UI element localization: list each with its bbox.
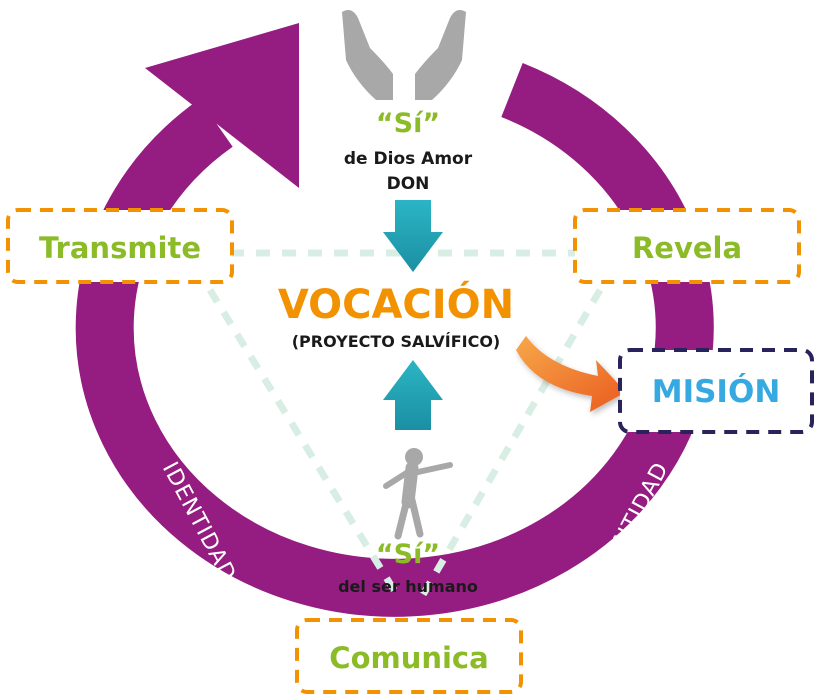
triangle-right-edge <box>416 288 604 602</box>
si-humano-label: “Sí” <box>376 539 440 570</box>
ring-arrowhead <box>145 23 299 188</box>
vocacion-title: VOCACIÓN <box>278 280 514 328</box>
open-hands-icon <box>342 10 466 100</box>
dashed-triangle <box>207 249 604 602</box>
proyecto-salvifico-label: (PROYECTO SALVÍFICO) <box>292 332 501 351</box>
comunica-box <box>295 618 523 694</box>
dios-amor-label: de Dios Amor <box>344 149 473 169</box>
human-figure-icon <box>383 448 453 540</box>
curved-arrow-icon <box>516 336 626 412</box>
mision-label: MISIÓN <box>652 373 781 410</box>
mision-box <box>618 348 814 434</box>
comunica-label: Comunica <box>329 641 488 675</box>
ser-humano-label: del ser humano <box>338 577 478 596</box>
transmite-label: Transmite <box>39 231 201 265</box>
si-dios-label: “Sí” <box>376 108 440 139</box>
revela-box <box>573 208 801 284</box>
triangle-left-edge <box>207 288 403 602</box>
transmite-box <box>6 208 234 284</box>
down-arrow-icon <box>383 200 443 272</box>
don-label: DON <box>387 174 430 194</box>
up-arrow-icon <box>383 360 443 430</box>
revela-label: Revela <box>632 231 742 265</box>
